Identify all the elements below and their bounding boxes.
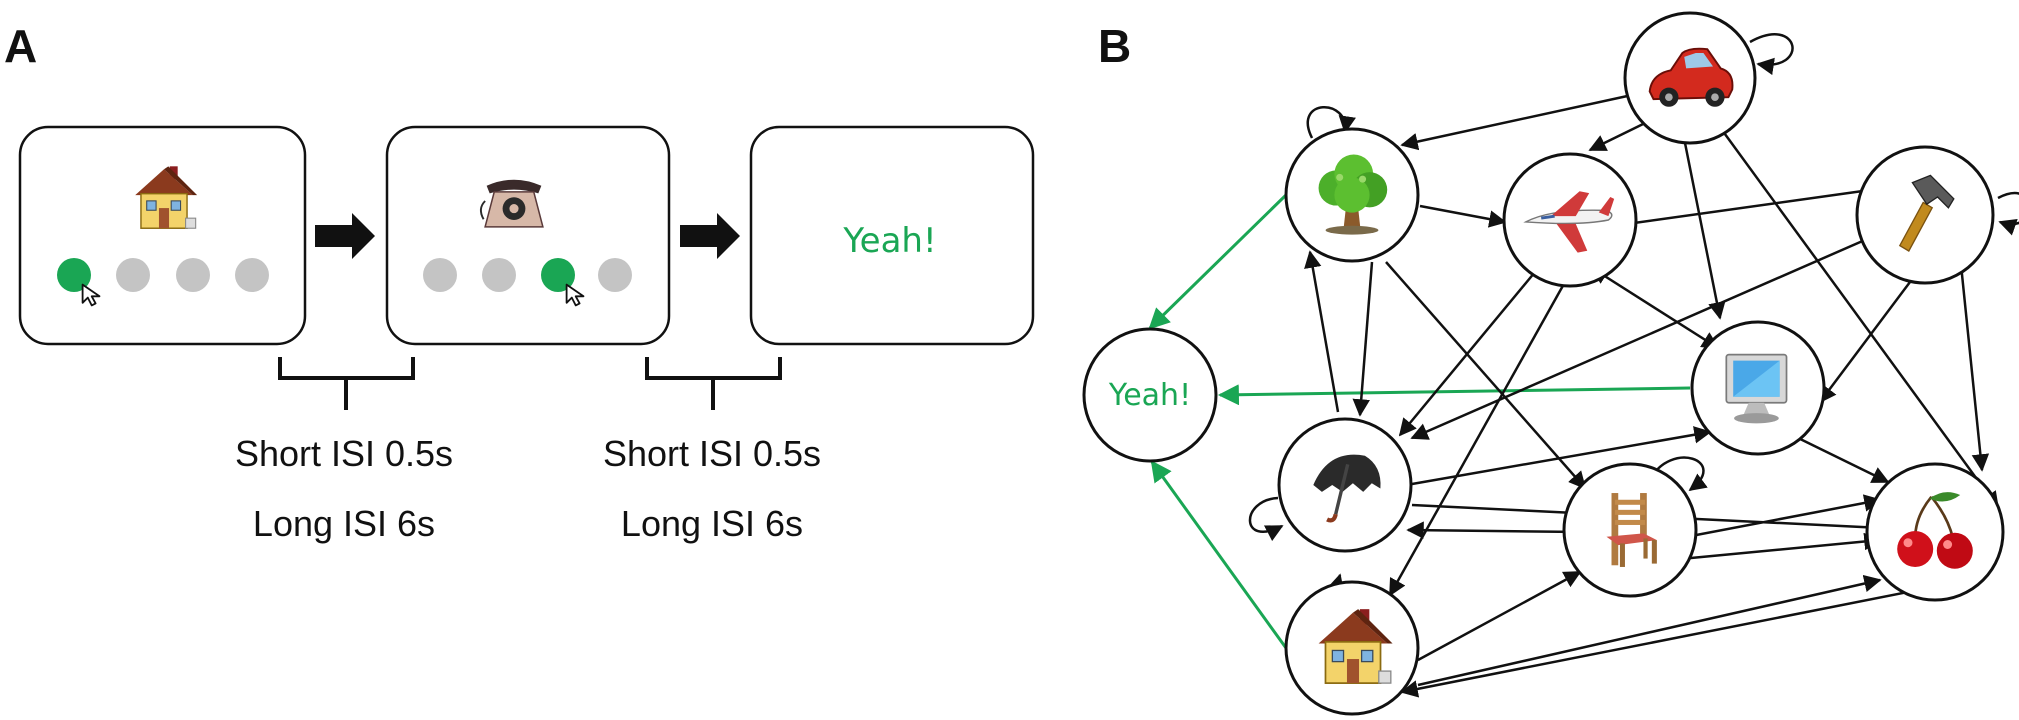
isi-long-label: Long ISI 6s xyxy=(253,503,435,544)
screen-1 xyxy=(18,125,307,346)
choice-dot-selected[interactable] xyxy=(57,258,91,292)
node-house xyxy=(1284,580,1420,716)
panel-b-label: B xyxy=(1098,20,1131,72)
isi-bracket-2 xyxy=(645,357,782,410)
reward-node-text: Yeah! xyxy=(1108,378,1191,413)
isi-short-label: Short ISI 0.5s xyxy=(603,433,821,474)
isi-short-label: Short ISI 0.5s xyxy=(235,433,453,474)
node-cherry xyxy=(1865,462,2005,602)
right-arrow-icon xyxy=(680,213,740,259)
choice-dot[interactable] xyxy=(176,258,210,292)
dot-row-1 xyxy=(57,258,269,292)
screen-3: Yeah! xyxy=(749,125,1035,346)
choice-dot[interactable] xyxy=(598,258,632,292)
choice-dot[interactable] xyxy=(482,258,516,292)
choice-dot-selected[interactable] xyxy=(541,258,575,292)
choice-dot[interactable] xyxy=(116,258,150,292)
isi-long-label: Long ISI 6s xyxy=(621,503,803,544)
node-umbrella xyxy=(1277,417,1413,553)
feedback-text: Yeah! xyxy=(842,221,936,261)
isi-bracket-1 xyxy=(278,357,415,410)
node-chair xyxy=(1562,462,1698,598)
screen-2 xyxy=(385,125,671,346)
node-hammer xyxy=(1855,145,1995,285)
panel-a-label: A xyxy=(4,20,37,72)
dot-row-2 xyxy=(423,258,632,292)
panel-b: B xyxy=(1082,11,2019,716)
node-airplane xyxy=(1502,152,1638,288)
right-arrow-icon xyxy=(315,213,375,259)
node-reward: Yeah! xyxy=(1082,327,1218,463)
panel-a: A xyxy=(4,20,1035,544)
choice-dot[interactable] xyxy=(423,258,457,292)
choice-dot[interactable] xyxy=(235,258,269,292)
reward-edges xyxy=(1148,193,1691,649)
transition-edges xyxy=(1248,33,2019,698)
node-computer xyxy=(1690,320,1826,456)
node-car xyxy=(1623,11,1757,145)
node-tree xyxy=(1284,127,1420,263)
